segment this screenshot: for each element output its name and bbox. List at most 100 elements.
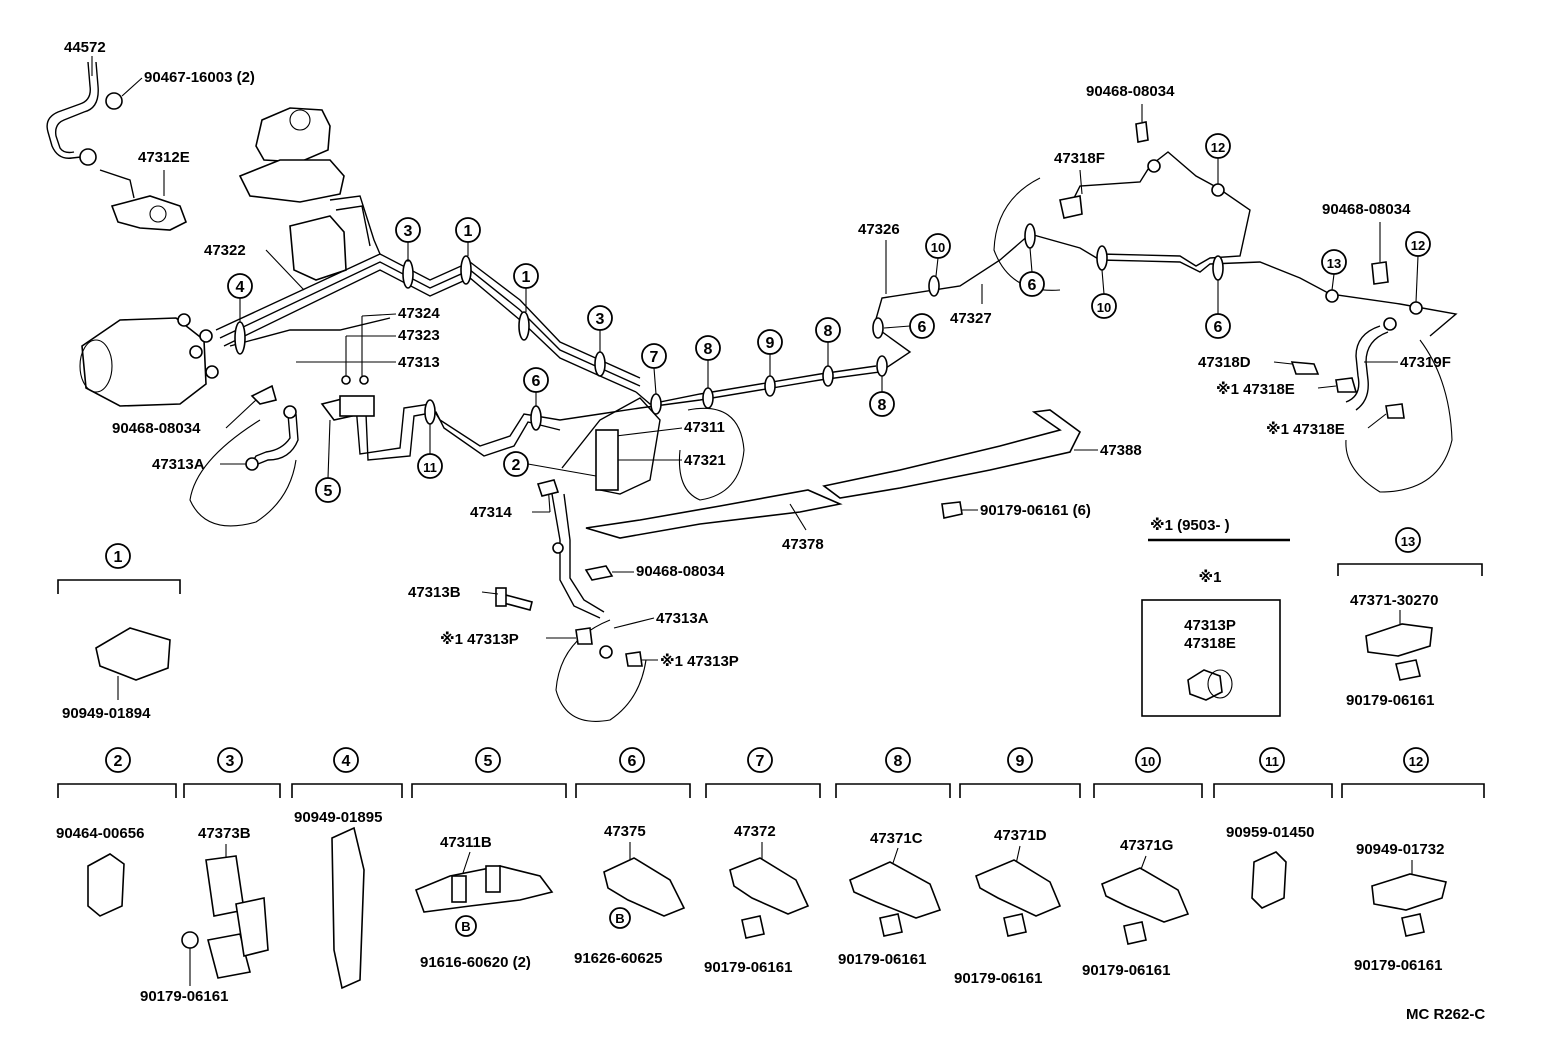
label-90468-08034-a: 90468-08034: [112, 420, 201, 437]
callout-3b: 3: [596, 311, 605, 328]
brake-actuator: [79, 215, 347, 407]
label-90949-01894: 90949-01894: [62, 705, 151, 722]
bracket-47378: [585, 409, 1082, 539]
label-47313P-a: ※1 47313P: [440, 630, 519, 648]
label-90179-06161-13: 90179-06161: [1346, 692, 1434, 709]
group-2-callout: 2: [114, 753, 123, 770]
label-47319F: 47319F: [1400, 354, 1451, 371]
callout-7: 7: [650, 349, 659, 366]
callout-13: 13: [1327, 256, 1341, 271]
group-13-callout: 13: [1401, 534, 1415, 549]
callout-6c: 6: [1214, 319, 1223, 336]
callout-11: 11: [423, 460, 437, 475]
label-47313A-a: 47313A: [152, 456, 205, 473]
label-47312E: 47312E: [138, 149, 190, 166]
label-91626-60625: 91626-60625: [574, 950, 662, 967]
label-90949-01732: 90949-01732: [1356, 841, 1444, 858]
group-3-callout: 3: [226, 753, 235, 770]
group-11: 11 90959-01450: [1213, 747, 1333, 909]
label-90959-01450: 90959-01450: [1226, 824, 1314, 841]
label-47371D: 47371D: [994, 827, 1047, 844]
group-5: 5 47311B B 91616-60620 (2): [411, 747, 567, 971]
label-90949-01895: 90949-01895: [294, 809, 382, 826]
label-47313: 47313: [398, 354, 440, 371]
label-47318F: 47318F: [1054, 150, 1105, 167]
hose-44572-assembly: [46, 61, 188, 231]
label-90179-06161-6: 90179-06161 (6): [980, 502, 1091, 519]
label-47311B: 47311B: [440, 834, 492, 851]
callout-leaders: [239, 158, 1419, 479]
group-8-callout: 8: [894, 753, 903, 770]
callout-12b: 12: [1411, 238, 1425, 253]
label-47318D: 47318D: [1198, 354, 1251, 371]
label-90468-08034-b: 90468-08034: [636, 563, 725, 580]
label-90179-06161-9: 90179-06161: [954, 970, 1042, 987]
box-header: ※1: [1199, 568, 1222, 586]
callout-6d: 6: [532, 373, 541, 390]
clip-90468-08034: [584, 565, 614, 581]
label-90179-06161-10: 90179-06161: [1082, 962, 1170, 979]
group-5-bolt-callout: B: [461, 919, 470, 934]
label-47311: 47311: [684, 419, 725, 436]
box-part-47313P: 47313P: [1184, 617, 1236, 634]
label-47327: 47327: [950, 310, 992, 327]
callout-9: 9: [766, 335, 775, 352]
label-90464-00656: 90464-00656: [56, 825, 144, 842]
group-2: 2 90464-00656: [56, 747, 177, 917]
label-47313B: 47313B: [408, 584, 461, 601]
label-90179-06161-8: 90179-06161: [838, 951, 926, 968]
callout-1b: 1: [522, 269, 531, 286]
group-7: 7 47372 90179-06161: [704, 747, 821, 976]
group-6: 6 47375 B 91626-60625: [574, 747, 691, 967]
group-4-callout: 4: [342, 753, 351, 770]
label-90468-08034-d: 90468-08034: [1322, 201, 1411, 218]
label-47371-30270: 47371-30270: [1350, 592, 1438, 609]
group-12: 12 90949-01732 90179-06161: [1341, 747, 1485, 974]
master-cylinder-reservoir: [238, 107, 345, 203]
group-13: 13 47371-30270 90179-06161: [1337, 527, 1483, 709]
bolt-47313B: [495, 587, 533, 611]
front-left-hose: [245, 384, 375, 471]
label-47324: 47324: [398, 305, 440, 322]
label-90179-06161-7: 90179-06161: [704, 959, 792, 976]
box-part-47318E: 47318E: [1184, 635, 1236, 652]
callout-3: 3: [404, 223, 413, 240]
note-title: ※1 (9503- ): [1150, 516, 1230, 534]
group-9: 9 47371D 90179-06161: [954, 747, 1081, 987]
group-5-callout: 5: [484, 753, 493, 770]
label-47314: 47314: [470, 504, 512, 521]
group-12-callout: 12: [1409, 754, 1423, 769]
callout-10: 10: [931, 240, 945, 255]
callout-6: 6: [918, 319, 927, 336]
label-47375: 47375: [604, 823, 646, 840]
union-fitting: [552, 542, 564, 554]
group-8: 8 47371C 90179-06161: [835, 747, 951, 968]
label-47318E-a: ※1 47318E: [1216, 380, 1295, 398]
callout-8: 8: [704, 341, 713, 358]
callout-8b: 8: [824, 323, 833, 340]
label-47322: 47322: [204, 242, 246, 259]
label-47313A-b: 47313A: [656, 610, 709, 627]
group-11-callout: 11: [1265, 754, 1279, 769]
label-90467-16003: 90467-16003 (2): [144, 69, 255, 86]
group-1: 1 90949-01894: [57, 543, 181, 722]
callout-5: 5: [324, 483, 333, 500]
callout-4: 4: [236, 279, 245, 296]
label-90468-08034-c: 90468-08034: [1086, 83, 1175, 100]
label-47378: 47378: [782, 536, 824, 553]
label-47373B: 47373B: [198, 825, 251, 842]
callout-12: 12: [1211, 140, 1225, 155]
label-47371C: 47371C: [870, 830, 923, 847]
pipe-clamps: [234, 183, 1423, 431]
label-47318E-b: ※1 47318E: [1266, 420, 1345, 438]
rotor-outlines: [189, 177, 1453, 722]
label-90179-06161-3: 90179-06161: [140, 988, 228, 1005]
rear-right-hose: [1059, 121, 1405, 419]
label-91616-60620: 91616-60620 (2): [420, 954, 531, 971]
label-47326: 47326: [858, 221, 900, 238]
diagram-code: MC R262-C: [1406, 1006, 1485, 1023]
callout-2: 2: [512, 457, 521, 474]
label-47388: 47388: [1100, 442, 1142, 459]
label-44572: 44572: [64, 39, 106, 56]
